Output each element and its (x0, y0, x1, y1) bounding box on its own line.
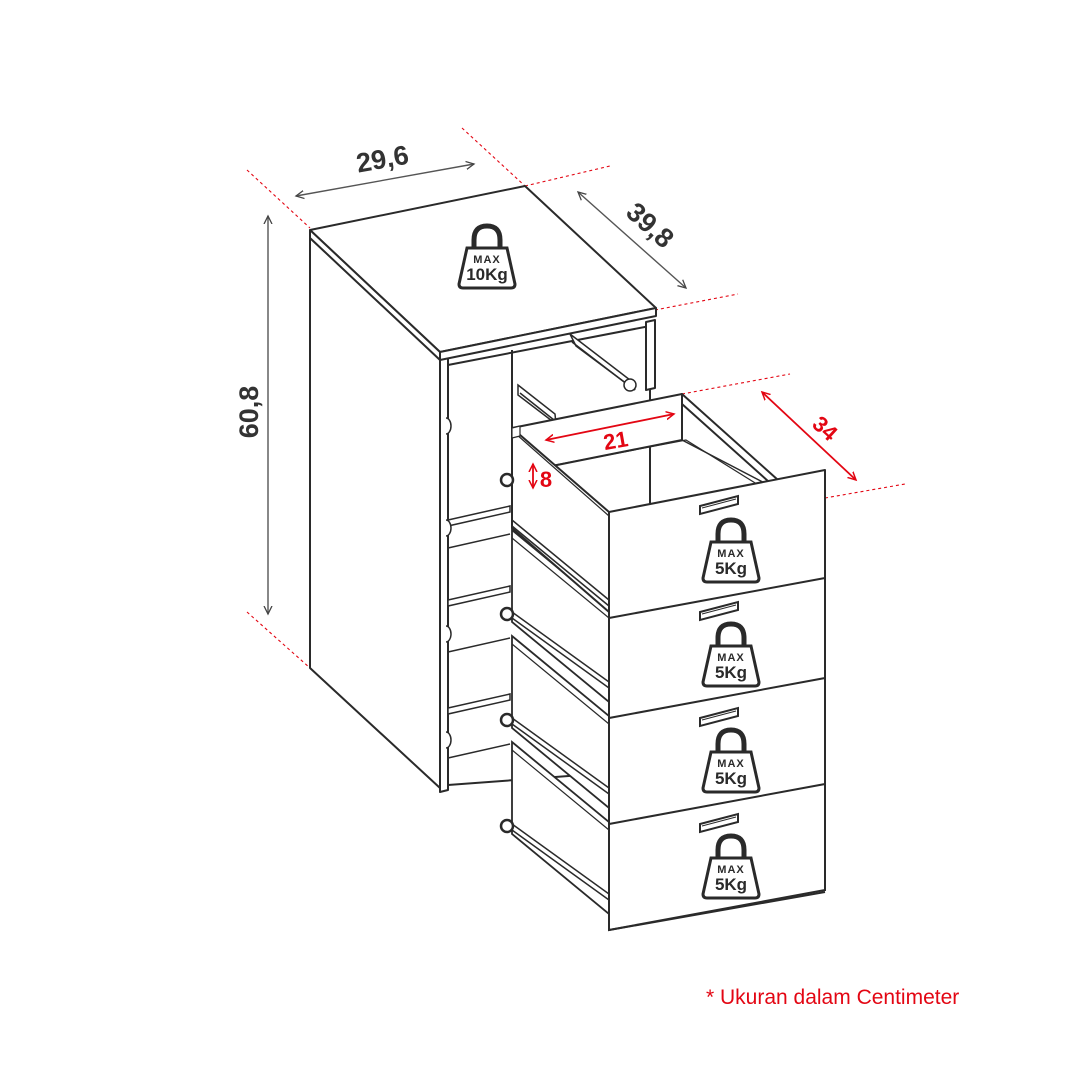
svg-text:10Kg: 10Kg (466, 265, 508, 284)
unit-note: * Ukuran dalam Centimeter (706, 986, 960, 1009)
drawer-width-label: 21 (601, 426, 629, 455)
weight-badge-top: MAX 10Kg (459, 226, 515, 288)
svg-text:5Kg: 5Kg (715, 875, 747, 894)
svg-text:5Kg: 5Kg (715, 769, 747, 788)
svg-text:MAX: MAX (717, 548, 744, 560)
drawer-height-label: 8 (540, 467, 552, 492)
weight-badge-drawer-3: MAX 5Kg (703, 730, 759, 792)
svg-text:5Kg: 5Kg (715, 663, 747, 682)
drawer-depth-label: 34 (808, 411, 843, 446)
width-label: 29,6 (354, 140, 411, 179)
svg-text:MAX: MAX (473, 254, 500, 266)
height-label: 60,8 (234, 386, 264, 439)
svg-text:5Kg: 5Kg (715, 559, 747, 578)
guide-lines (246, 127, 906, 669)
drawer-4 (499, 740, 827, 932)
drawer-dimension-lines (533, 392, 856, 488)
svg-text:MAX: MAX (717, 864, 744, 876)
dimension-lines (268, 164, 686, 614)
weight-badge-drawer-4: MAX 5Kg (703, 836, 759, 898)
depth-label: 39,8 (620, 197, 679, 254)
weight-badge-drawer-1: MAX 5Kg (703, 520, 759, 582)
svg-text:MAX: MAX (717, 758, 744, 770)
svg-text:MAX: MAX (717, 652, 744, 664)
weight-badge-drawer-2: MAX 5Kg (703, 624, 759, 686)
